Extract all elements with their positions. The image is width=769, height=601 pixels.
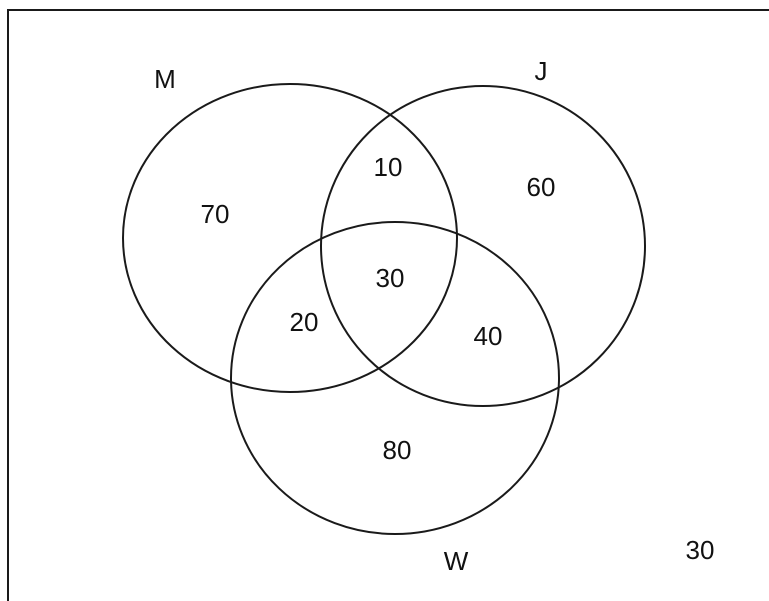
set-w-circle	[230, 221, 560, 535]
region-j-only-value: 60	[527, 172, 556, 202]
region-outside-value: 30	[686, 535, 715, 565]
region-m-only-value: 70	[201, 199, 230, 229]
region-j-w-value: 40	[474, 321, 503, 351]
set-m-circle	[122, 83, 458, 393]
set-w-label: W	[444, 546, 469, 576]
region-m-j-value: 10	[374, 152, 403, 182]
region-m-j-w-value: 30	[376, 263, 405, 293]
set-j-label: J	[535, 56, 548, 86]
set-m-label: M	[154, 64, 176, 94]
diagram-frame	[7, 9, 769, 601]
region-w-only-value: 80	[383, 435, 412, 465]
set-j-circle	[320, 85, 646, 407]
region-m-w-value: 20	[290, 307, 319, 337]
